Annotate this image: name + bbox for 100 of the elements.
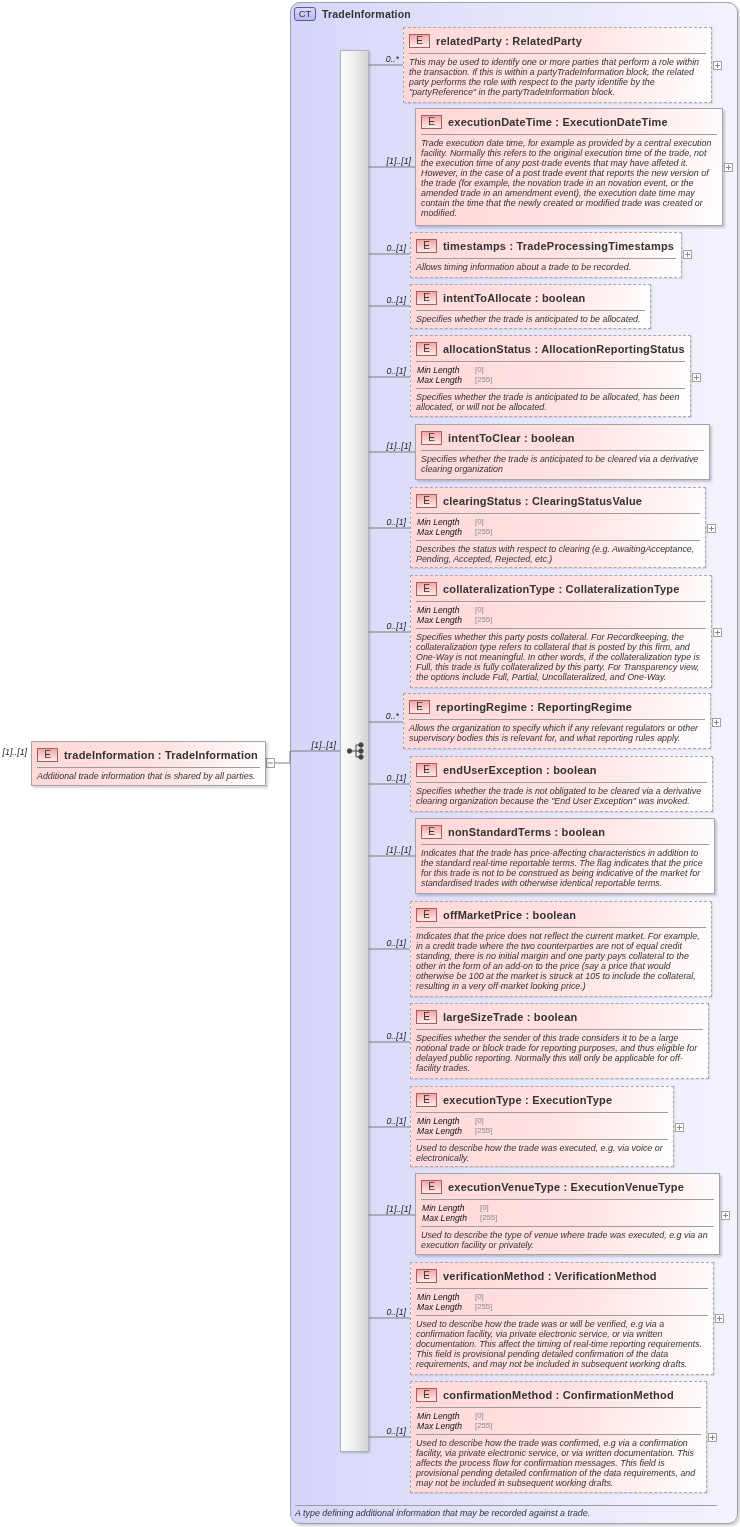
element-tag: E [421, 430, 442, 445]
facet-name: Min Length [417, 517, 460, 527]
element-box [410, 335, 691, 417]
element-tag: E [416, 1268, 437, 1283]
connector-line [368, 1317, 411, 1319]
element-box [410, 1003, 709, 1079]
type-name: TradeInformation [322, 8, 411, 20]
connector-line [368, 527, 411, 529]
multiplicity-label: 0..[1] [386, 1426, 406, 1436]
multiplicity-label: [1]..[1] [386, 156, 411, 166]
connector-line [368, 631, 411, 633]
element-tag: E [421, 114, 442, 129]
connector-line [368, 721, 404, 723]
multiplicity-label: 0..[1] [386, 517, 406, 527]
multiplicity-label: [1]..[1] [386, 1204, 411, 1214]
connector-line [265, 750, 341, 768]
element-name: executionVenueType : ExecutionVenueType [448, 1180, 684, 1193]
element-box [410, 756, 713, 812]
facet-name: Min Length [417, 1411, 460, 1421]
element-description: Used to describe how the trade was executed, e.g. via voice or electronically. [416, 1142, 664, 1163]
element-description: Trade execution date time, for example as provided by a central execution facility. Normally this refers to the original execution time of the trade, not the execution time of any post-trade events that may have affeted it. However, in the case of a post trade event that reports the new version of the trade (for example, the novation trade in an novation event, or the amended trade in an amendment event), the execution date time may contain the time that the newly created or modified trade was created or modified. [421, 137, 713, 218]
element-description: Specifies whether the trade is not obligated to be cleared via a derivative clearing organization because the "End User Exception" was invoked. [416, 785, 703, 806]
sequence-bar [340, 50, 369, 1452]
facet-name: Max Length [417, 1126, 462, 1136]
element-box [31, 741, 266, 786]
element-box [410, 1381, 707, 1493]
facet-name: Max Length [417, 1421, 462, 1431]
element-name: intentToClear : boolean [448, 431, 575, 444]
element-description: Specifies whether the trade is anticipated to be cleared via a derivative clearing organization [421, 453, 700, 474]
element-box [410, 232, 682, 278]
facet-name: Max Length [417, 375, 462, 385]
facet-name: Min Length [417, 1292, 460, 1302]
element-name: executionDateTime : ExecutionDateTime [448, 115, 668, 128]
element-box [403, 27, 712, 103]
element-tag: E [416, 341, 437, 356]
element-description: Specifies whether this party posts collateral. For Recordkeeping, the collateralization type refers to collateral that is posted by this firm, and One-Way is not meaningful. In other words, if the collateralization type is Full, this trade is fully collateralized by this party. For Transparency view, the options include Full, Partial, Uncollateralized, and One-Way. [416, 631, 701, 682]
element-name: largeSizeTrade : boolean [443, 1010, 578, 1023]
element-name: executionType : ExecutionType [443, 1093, 613, 1106]
type-description: A type defining additional information that may be recorded against a trade. [295, 1507, 592, 1518]
element-description: Indicates that the price does not reflect the current market. For example, in a credit trade where the two counterparties are not of equal credit standing, there is no initial margin and one party pays collateral to the other in the form of an add-on to the price (say a price that would otherwise be 100 at the market is struck at 105 to include the collateral, resulting in a very off-market looking price.) [416, 930, 701, 991]
element-name: tradeInformation : TradeInformation [64, 748, 258, 761]
element-box [410, 284, 651, 329]
element-tag: E [416, 493, 437, 508]
multiplicity-label: [1]..[1] [311, 740, 336, 750]
element-box [410, 575, 712, 688]
multiplicity-label: 0..[1] [386, 366, 406, 376]
multiplicity-label: 0..[1] [386, 1116, 406, 1126]
element-tag: E [416, 907, 437, 922]
element-box [410, 901, 712, 997]
connector-line [368, 376, 411, 378]
element-description: Used to describe how the trade was or will be verified, e.g via a confirmation facility, via private electronic service, or via written documentation. This affect the timing of real-time reporting requirements. This field is provisional pending detailed confirmation of the data requirements, and may not be included in subsequent working drafts. [416, 1318, 704, 1369]
element-description: This may be used to identify one or more parties that perform a role within the transaction. If this is within a partyTradeInformation block, the related party performs the role with respect to the party identifie by the "partyReference" in the partyTradeInformation block. [409, 56, 701, 97]
multiplicity-label: [1]..[1] [386, 441, 411, 451]
connector-line [368, 948, 411, 950]
element-box [415, 1173, 720, 1255]
connector-line [368, 855, 416, 857]
element-name: endUserException : boolean [443, 763, 597, 776]
connector-line [368, 451, 416, 453]
multiplicity-label: 0..[1] [386, 773, 406, 783]
facet-name: Min Length [417, 1116, 460, 1126]
multiplicity-label: 0..* [385, 711, 399, 721]
element-box [415, 424, 710, 480]
element-description: Additional trade information that is shared by all parties. [37, 770, 257, 781]
multiplicity-label: 0..* [385, 54, 399, 64]
connector-line [368, 1214, 416, 1216]
element-name: nonStandardTerms : boolean [448, 825, 606, 838]
element-name: verificationMethod : VerificationMethod [443, 1269, 657, 1282]
facet-name: Min Length [417, 605, 460, 615]
element-name: reportingRegime : ReportingRegime [436, 700, 633, 713]
multiplicity-label: 0..[1] [386, 938, 406, 948]
multiplicity-label: [1]..[1] [2, 747, 27, 757]
element-box [403, 693, 711, 749]
facet-name: Max Length [417, 1302, 462, 1312]
element-box [410, 487, 706, 568]
connector-line [368, 1041, 411, 1043]
facet-name: Max Length [422, 1213, 467, 1223]
facet-name: Max Length [417, 615, 462, 625]
connector-line [368, 166, 416, 168]
element-box [415, 108, 723, 226]
facet-name: Max Length [417, 527, 462, 537]
element-box [415, 818, 715, 894]
element-tag: E [421, 824, 442, 839]
multiplicity-label: 0..[1] [386, 1307, 406, 1317]
element-box [410, 1262, 714, 1375]
connector-line [368, 64, 404, 66]
element-tag: E [416, 238, 437, 253]
element-tag: E [416, 290, 437, 305]
element-tag: E [416, 581, 437, 596]
element-description: Describes the status with respect to clearing (e.g. AwaitingAcceptance, Pending, Accepted, Rejected, etc.) [416, 543, 696, 564]
element-description: Used to describe how the trade was confirmed, e.g via a confirmation facility, via private electronic service, or via written documentation. This affects the process flow for confirmation messages. This field is provisional pending detailed confirmation of the data requirements, and may not be included in subsequent working drafts. [416, 1437, 697, 1488]
element-description: Allows the organization to specify which if any relevant regulators or other supervisory bodies this is relevant for, and what reporting rules apply. [409, 722, 700, 743]
multiplicity-label: 0..[1] [386, 1031, 406, 1041]
facet-name: Min Length [422, 1203, 465, 1213]
element-name: relatedParty : RelatedParty [436, 34, 582, 47]
element-box [410, 1086, 674, 1167]
element-name: confirmationMethod : ConfirmationMethod [443, 1388, 674, 1401]
multiplicity-label: 0..[1] [386, 295, 406, 305]
element-name: clearingStatus : ClearingStatusValue [443, 494, 643, 507]
element-tag: E [37, 747, 58, 762]
element-description: Allows timing information about a trade to be recorded. [416, 261, 633, 272]
